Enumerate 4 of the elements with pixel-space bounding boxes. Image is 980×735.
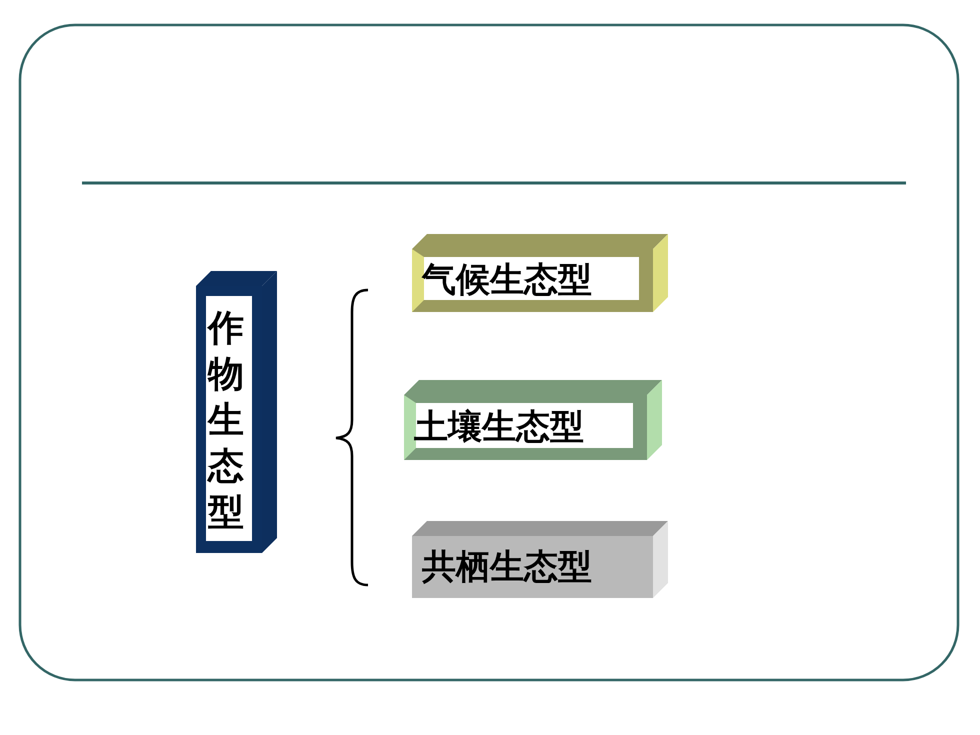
box-label: 土壤生态型 <box>414 406 584 449</box>
box-label: 气候生态型 <box>422 259 592 302</box>
box-label: 作物生态型 <box>208 307 245 535</box>
box-label: 共栖生态型 <box>422 546 592 588</box>
